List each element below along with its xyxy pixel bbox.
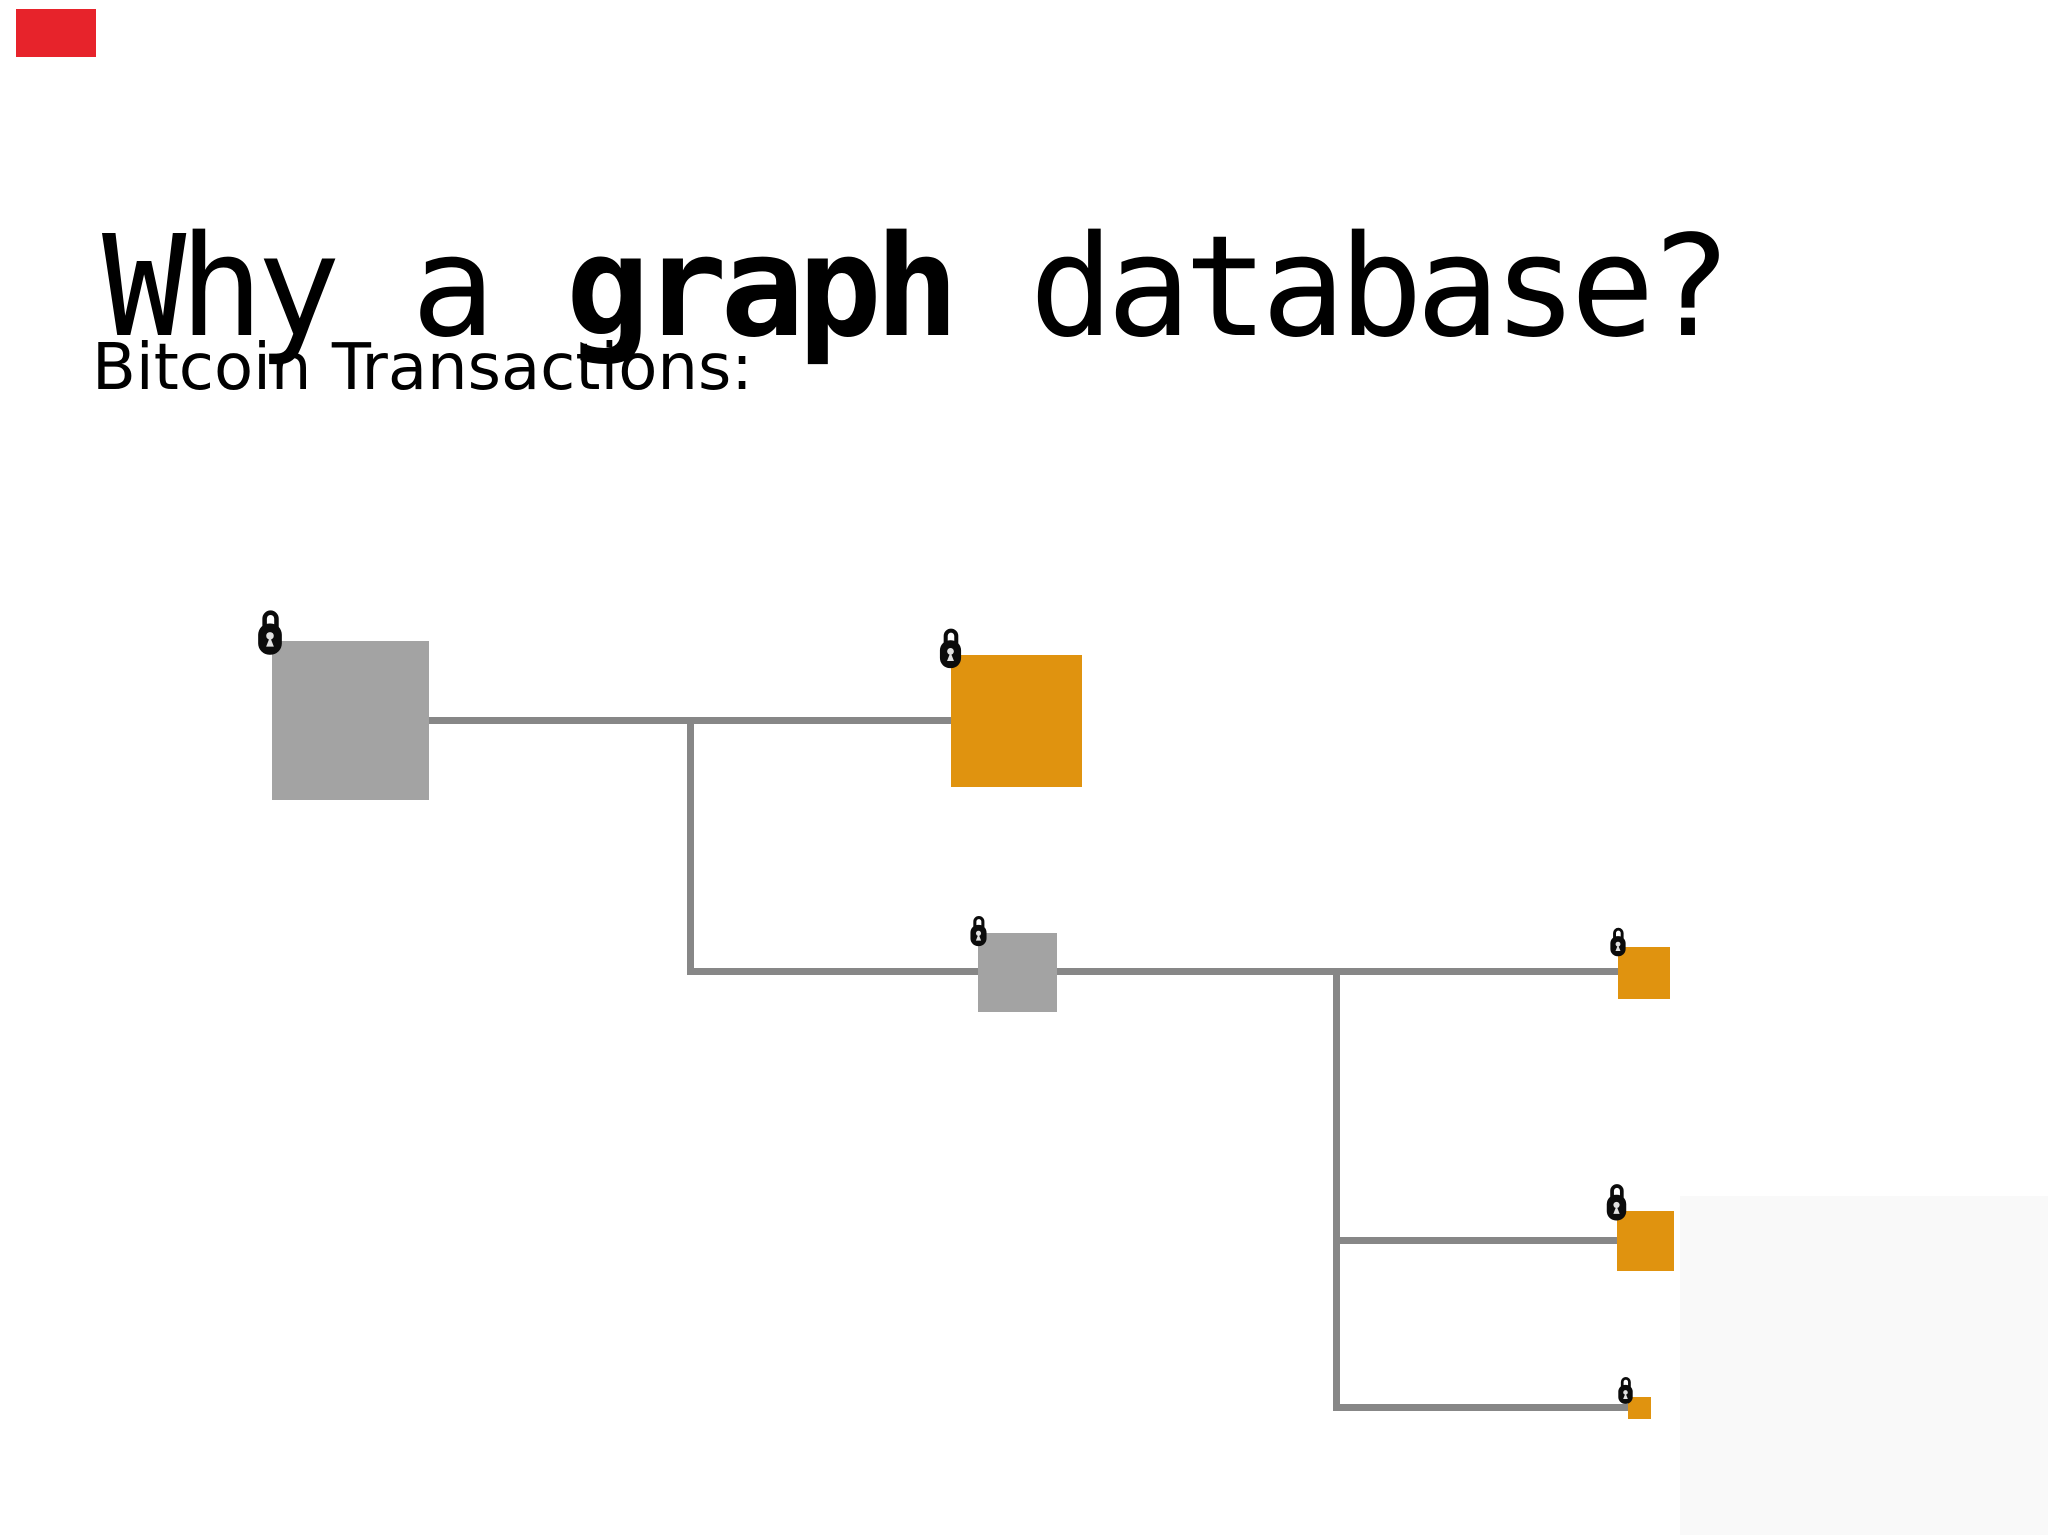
- edge-branch-down-2: [1333, 968, 1340, 1411]
- corner-shade: [1680, 1196, 2048, 1535]
- padlock-icon: [1618, 1377, 1633, 1404]
- padlock-icon: [1610, 927, 1626, 957]
- edge-to-tx2-and-output2: [687, 968, 1619, 975]
- node-output-small-orange: [1618, 947, 1670, 999]
- node-output-tiny-orange: [1628, 1397, 1651, 1419]
- padlock-icon: [258, 610, 282, 655]
- red-accent-bar: [16, 9, 96, 57]
- slide-title: Why a graph database?: [102, 217, 1732, 358]
- node-output-mid-orange: [1617, 1211, 1674, 1271]
- padlock-icon: [1606, 1184, 1627, 1221]
- node-output-large-orange: [951, 655, 1082, 787]
- slide-subtitle: Bitcoin Transactions:: [92, 331, 753, 405]
- edge-to-output3: [1337, 1237, 1619, 1244]
- edge-to-output4: [1337, 1404, 1629, 1411]
- node-input-large-gray: [272, 641, 429, 800]
- title-post: database?: [952, 205, 1732, 369]
- padlock-icon: [939, 628, 962, 669]
- node-tx-medium-gray: [978, 933, 1057, 1012]
- title-pre: Why a: [102, 205, 566, 369]
- edge-branch-down: [687, 717, 694, 975]
- title-emphasis: graph: [565, 205, 959, 369]
- padlock-icon: [970, 916, 987, 947]
